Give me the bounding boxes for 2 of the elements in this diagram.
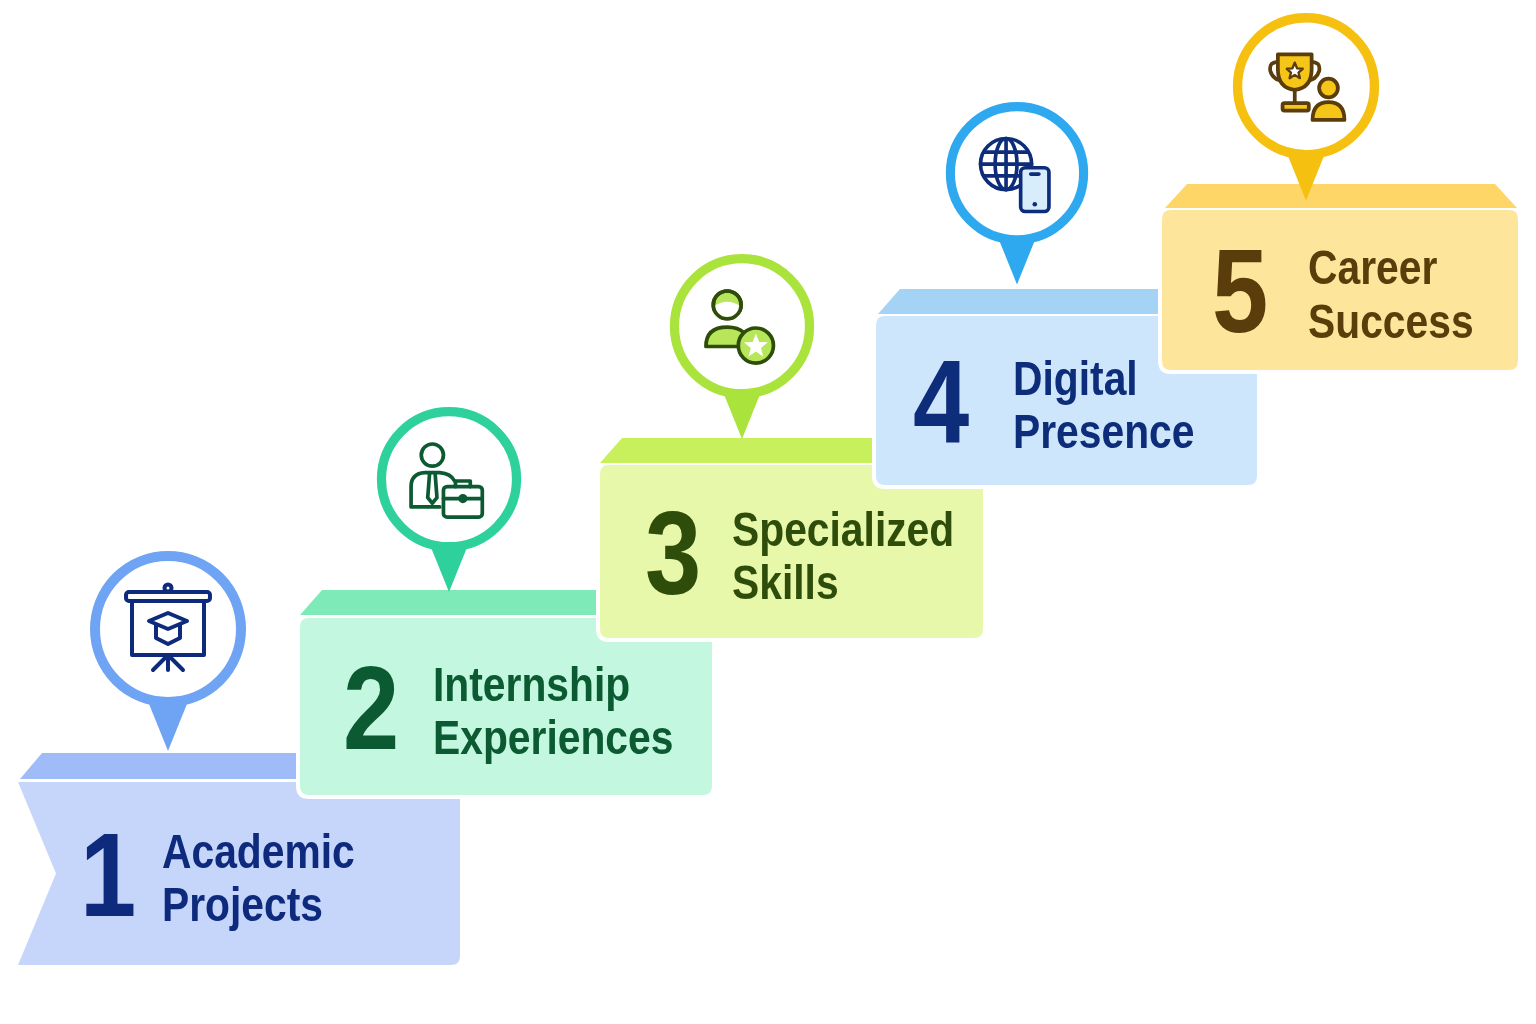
step-number: 1 xyxy=(80,814,137,933)
step-label: Academic Projects xyxy=(162,824,355,932)
